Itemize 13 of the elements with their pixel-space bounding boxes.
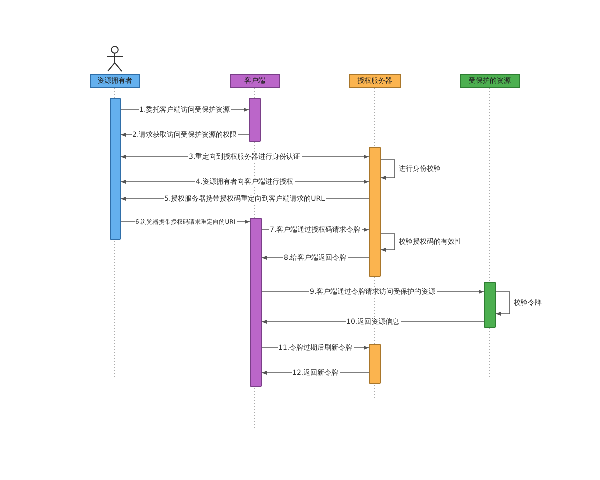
participant-header	[230, 74, 280, 88]
activation-bar	[369, 147, 381, 277]
self-call-arrow	[380, 160, 396, 180]
activation-bar	[369, 344, 381, 384]
self-call-arrow	[496, 292, 510, 316]
participant-header	[460, 74, 520, 88]
activation-bar	[249, 98, 261, 142]
participant-header	[90, 74, 140, 88]
activation-bar	[250, 218, 262, 387]
participant-header	[349, 74, 401, 88]
activation-bar	[110, 98, 121, 240]
self-call-arrow	[380, 234, 396, 252]
activation-bar	[484, 282, 496, 328]
